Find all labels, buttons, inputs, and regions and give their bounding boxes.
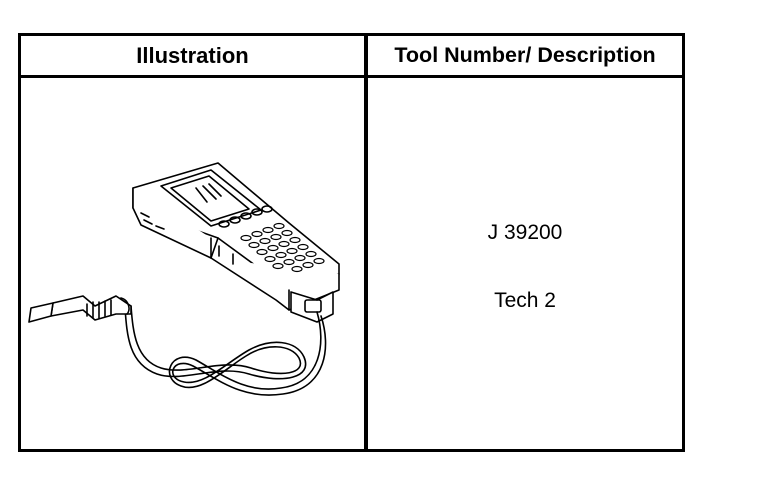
header-tool-description: Tool Number/ Description <box>394 43 656 67</box>
header-divider <box>21 75 682 78</box>
scan-tool-device-icon <box>28 162 340 396</box>
tool-table: Illustration Tool Number/ Description <box>18 33 685 452</box>
tool-name: Tech 2 <box>494 289 556 312</box>
header-illustration: Illustration <box>136 42 249 68</box>
column-divider <box>364 36 368 449</box>
illustration-cell <box>21 78 364 449</box>
description-cell: J 39200 Tech 2 <box>368 78 682 449</box>
tool-number: J 39200 <box>487 221 563 244</box>
